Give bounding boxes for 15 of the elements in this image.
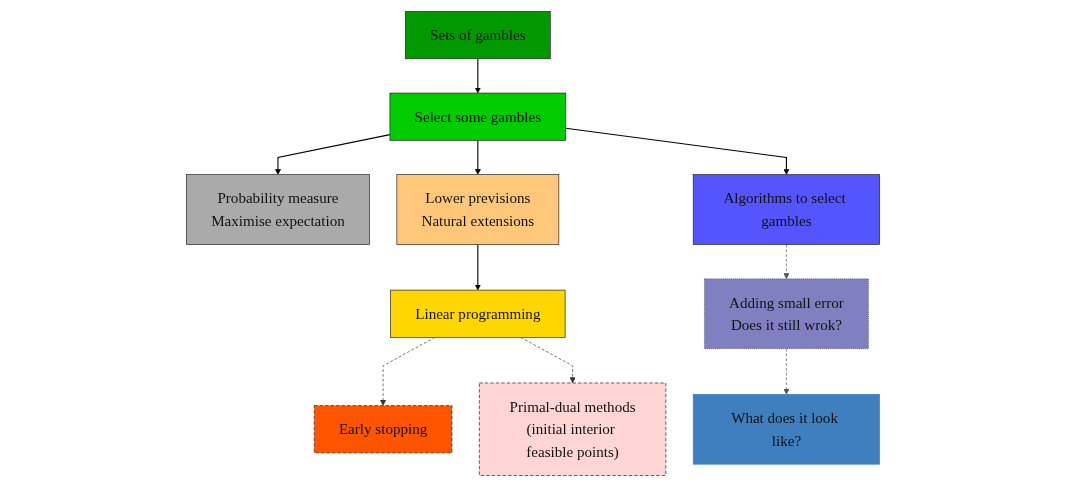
arrow	[474, 58, 481, 94]
node-box: Probability measure Maximise expectation	[186, 174, 370, 245]
arrow	[274, 134, 391, 175]
arrow	[474, 139, 481, 175]
node-box: Early stopping	[313, 405, 453, 454]
node-box: Adding small error Does it still wrok?	[703, 278, 869, 350]
node-box: What does it look like?	[692, 393, 880, 465]
arrow	[474, 243, 481, 291]
node-box: Algorithms to select gambles	[692, 174, 880, 245]
node-box: Lower previsions Natural extensions	[396, 174, 560, 245]
arrow	[565, 127, 790, 175]
node-box: Sets of gambles	[405, 11, 551, 60]
node-box: Linear programming	[390, 289, 566, 338]
node-box: Select some gambles	[389, 92, 566, 141]
node-box: Primal-dual methods (initial interior feasible points)	[478, 382, 667, 476]
